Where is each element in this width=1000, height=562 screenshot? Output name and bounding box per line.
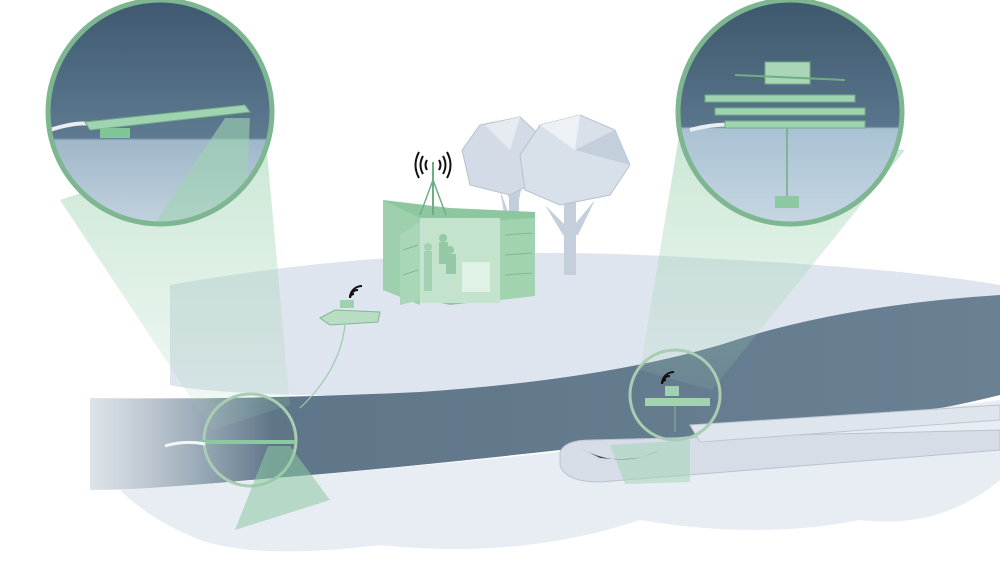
river-water xyxy=(90,295,1000,490)
broadcast-signal-icon xyxy=(414,151,452,179)
wifi-signal-icon xyxy=(349,285,363,299)
floating-drone-shore xyxy=(299,300,381,409)
magnifier-left xyxy=(45,0,275,227)
magnifier-small-right xyxy=(628,348,722,442)
subsea-pipeline xyxy=(559,404,1000,484)
magnifier-right xyxy=(675,0,905,227)
control-container xyxy=(383,162,535,305)
trees xyxy=(461,114,631,275)
wifi-signal-icon xyxy=(661,371,675,385)
